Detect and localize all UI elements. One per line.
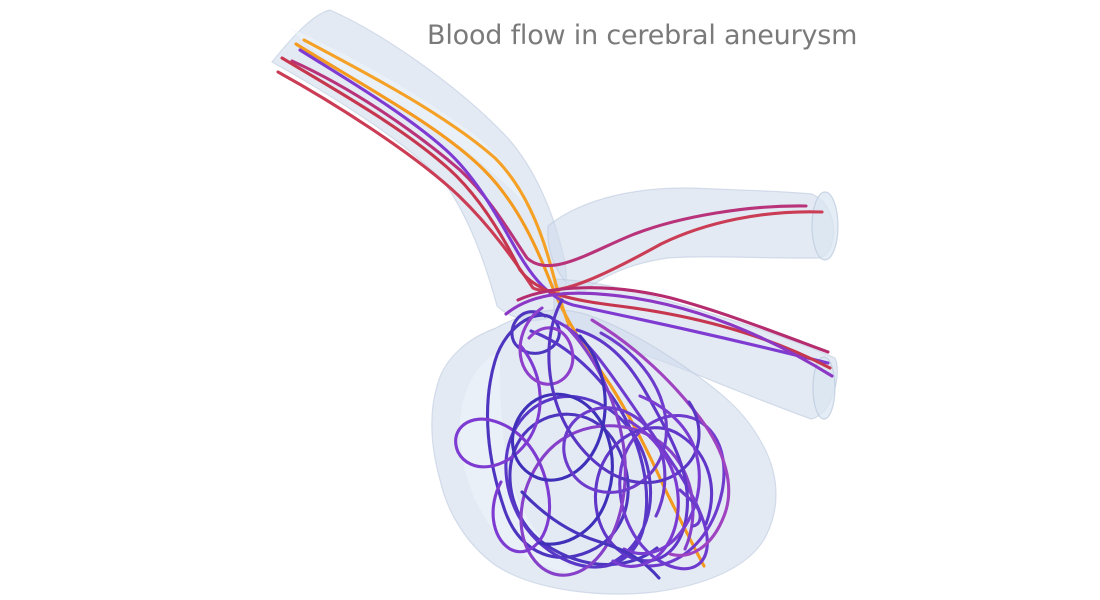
streamline [678,488,702,528]
sac-highlight [459,350,580,574]
streamline [276,70,824,293]
figure-title: Blood flow in cerebral aneurysm [427,20,858,51]
streamlines [276,38,834,580]
streamline [504,291,834,378]
streamline [562,331,668,518]
streamline [575,328,714,563]
streamline [280,56,832,370]
upper-branch-vessel [547,187,835,294]
streamline [302,38,571,327]
streamline [554,319,726,571]
streamline [516,286,830,354]
streamline [622,394,701,556]
upper-branch-cap [811,191,839,261]
streamline [519,324,695,577]
streamline [298,48,830,365]
streamline [511,334,614,546]
streamline [485,310,659,567]
streamline [520,490,661,580]
streamline [454,343,551,554]
streamline [290,59,808,268]
streamline [611,419,680,568]
lower-branch-cap [812,356,836,420]
streamline [590,318,731,557]
inlet-highlight [290,28,533,212]
streamline [518,306,575,386]
